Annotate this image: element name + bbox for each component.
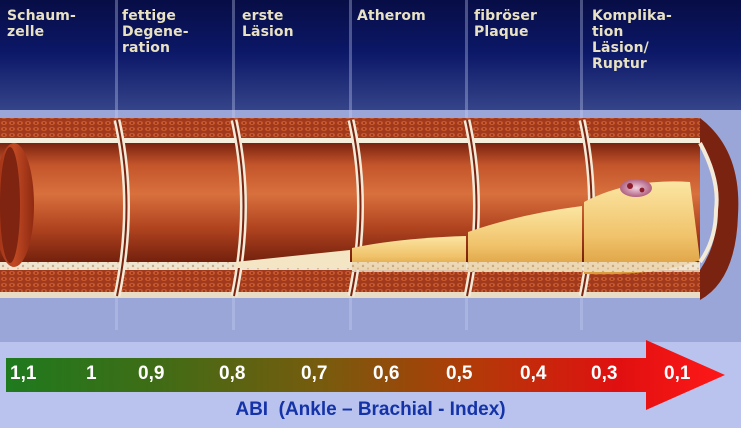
abi-caption: ABI (Ankle – Brachial - Index) [0, 399, 741, 421]
abi-value: 1,1 [10, 363, 36, 385]
abi-values: 1,1 1 0,9 0,8 0,7 0,6 0,5 0,4 0,3 0,1 [0, 353, 741, 399]
abi-value: 0,9 [138, 363, 164, 385]
abi-value: 1 [86, 363, 97, 385]
stage-label-fibroeser-plaque: fibröser Plaque [474, 8, 537, 40]
abi-value: 0,6 [373, 363, 399, 385]
stage-label-komplikation: Komplika- tion Läsion/ Ruptur [592, 8, 672, 72]
stage-label-atherom: Atherom [357, 8, 426, 24]
plaque-rupture [620, 179, 652, 197]
abi-value: 0,7 [301, 363, 327, 385]
abi-value: 0,8 [219, 363, 245, 385]
abi-value: 0,5 [446, 363, 472, 385]
abi-value: 0,1 [664, 363, 690, 385]
artery-vessel [0, 118, 738, 300]
abi-value: 0,3 [591, 363, 617, 385]
stage-label-fettige-degeneration: fettige Degene- ration [122, 8, 189, 56]
stage-label-schaumzelle: Schaum- zelle [7, 8, 76, 40]
stage-label-erste-laesion: erste Läsion [242, 8, 294, 40]
abi-value: 0,4 [520, 363, 546, 385]
